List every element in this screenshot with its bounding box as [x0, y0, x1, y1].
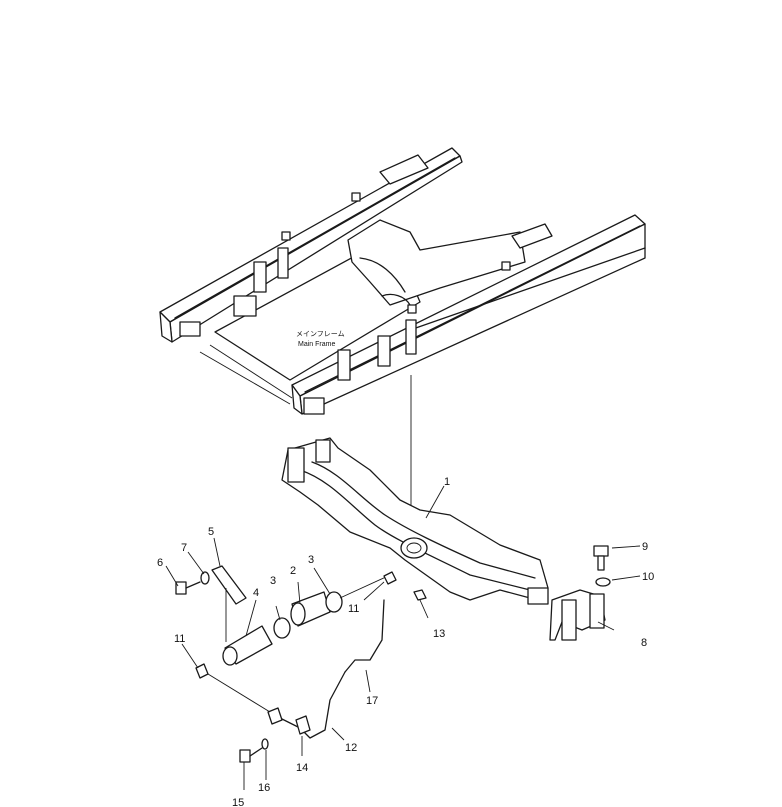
pin-4	[222, 625, 273, 666]
callout-2: 2	[290, 565, 296, 577]
bracket-8	[549, 589, 606, 641]
washer-16	[261, 738, 269, 750]
bolt-9	[593, 545, 609, 571]
bolt-6	[175, 581, 201, 595]
ring-3-right	[325, 591, 343, 613]
plug-13	[413, 589, 427, 601]
callout-7: 7	[181, 542, 187, 554]
clamp-14	[295, 715, 311, 735]
callout-10: 10	[642, 571, 654, 583]
bolt-15	[239, 747, 263, 763]
callout-11b: 11	[174, 633, 185, 645]
callout-11a: 11	[348, 603, 359, 615]
frame-label-jp: メインフレーム	[296, 330, 345, 338]
main-frame: メインフレーム Main Frame	[159, 147, 646, 415]
callout-1: 1	[444, 476, 450, 488]
callout-4: 4	[253, 587, 259, 599]
washer-7	[200, 571, 210, 585]
callout-3b: 3	[308, 554, 314, 566]
callout-5: 5	[208, 526, 214, 538]
callout-6: 6	[157, 557, 163, 569]
callout-8: 8	[641, 637, 647, 649]
callout-12: 12	[345, 742, 357, 754]
callout-17: 17	[366, 695, 378, 707]
axis-line	[339, 575, 389, 599]
callout-15: 15	[232, 797, 244, 807]
plate-5	[211, 565, 247, 605]
equalizer-bar	[281, 437, 549, 605]
callout-14: 14	[296, 762, 308, 774]
ring-3-left	[273, 617, 291, 639]
callout-13: 13	[433, 628, 445, 640]
washer-10	[595, 577, 611, 587]
tube-17	[344, 599, 385, 673]
elbow-guide-line	[207, 673, 271, 713]
elbow-11-upper	[383, 571, 397, 585]
frame-label-en: Main Frame	[298, 341, 335, 348]
tube-12	[299, 671, 346, 739]
callout-3a: 3	[270, 575, 276, 587]
callout-16: 16	[258, 782, 270, 794]
callouts: 1 2 3 3 4 5 6 7 8 9 10 11 11 12 13 14 15…	[157, 476, 654, 807]
leader-lines	[165, 485, 641, 790]
elbow-11-lower	[195, 663, 209, 679]
bushing-2	[290, 591, 331, 627]
callout-9: 9	[642, 541, 648, 553]
tube-fitting	[267, 707, 283, 725]
